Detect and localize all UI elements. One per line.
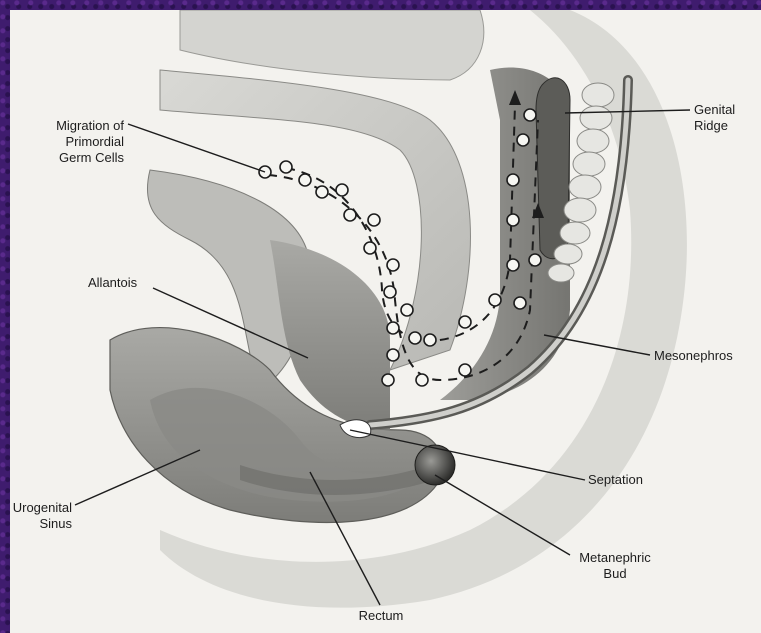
label-septation: Septation	[588, 472, 678, 488]
label-urogenital-sinus: Urogenital Sinus	[10, 500, 72, 532]
upper-tissue	[180, 10, 484, 80]
label-mesonephros: Mesonephros	[654, 348, 761, 364]
diagram-plate: Migration of Primordial Germ Cells Genit…	[10, 10, 761, 633]
label-genital-ridge: Genital Ridge	[694, 102, 758, 134]
label-migration-germ-cells: Migration of Primordial Germ Cells	[18, 118, 124, 166]
embryo-illustration	[10, 10, 761, 633]
label-rectum: Rectum	[346, 608, 416, 624]
label-metanephric-bud: Metanephric Bud	[565, 550, 665, 582]
label-allantois: Allantois	[88, 275, 178, 291]
